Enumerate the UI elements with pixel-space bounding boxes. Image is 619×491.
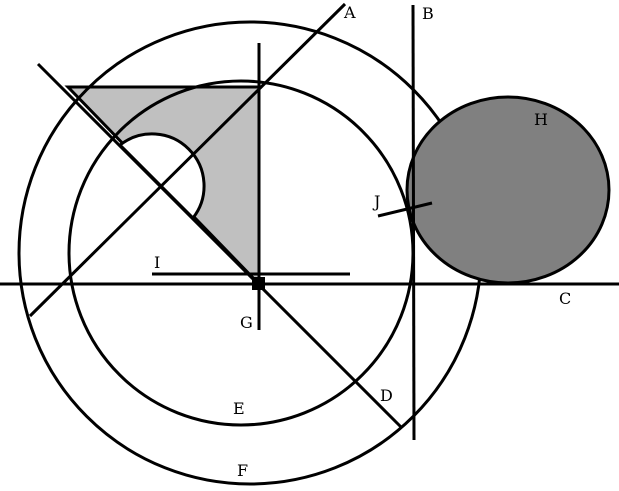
label-e: E (233, 399, 245, 418)
label-h: H (534, 110, 548, 129)
label-b: B (422, 4, 434, 23)
label-g: G (240, 313, 253, 332)
label-i: I (154, 253, 160, 272)
label-d: D (380, 386, 393, 405)
center-point (252, 277, 265, 290)
label-a: A (343, 3, 356, 22)
semicircle-cutout (117, 132, 206, 221)
label-j: J (372, 192, 380, 211)
line-b (411, 4, 416, 441)
line-a (28, 2, 347, 318)
circle-h (405, 95, 611, 285)
label-f: F (237, 461, 248, 480)
line-j (377, 201, 433, 218)
label-c: C (559, 289, 571, 308)
line-d (36, 62, 404, 430)
